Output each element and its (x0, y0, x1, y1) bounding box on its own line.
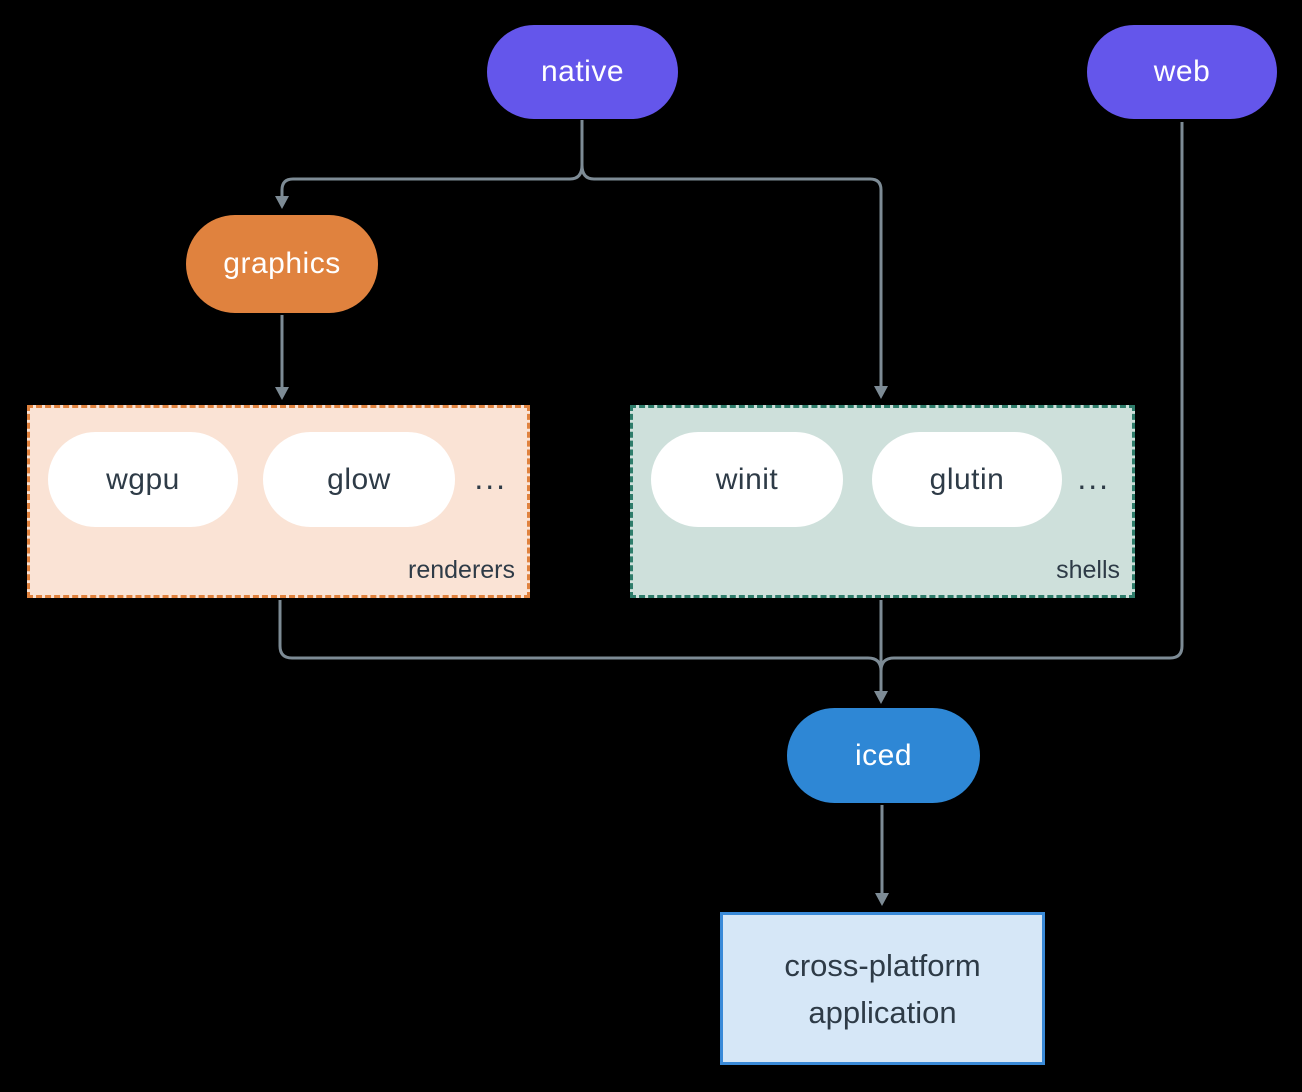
node-graphics-label: graphics (223, 247, 341, 280)
node-iced-label: iced (854, 738, 913, 772)
node-winit-label: winit (715, 462, 779, 496)
group-shells: winit glutin ... shells (630, 405, 1135, 598)
arrowhead-graphics (275, 196, 289, 209)
node-graphics: graphics (186, 215, 378, 313)
node-glow: glow (263, 432, 455, 527)
node-wgpu: wgpu (48, 432, 238, 527)
connector-native-to-shells (580, 164, 883, 387)
node-native-label: native (540, 55, 625, 88)
node-glutin: glutin (872, 432, 1062, 527)
node-application: cross-platform application (720, 912, 1045, 1065)
renderers-group-label: renderers (408, 556, 515, 584)
node-web: web (1087, 25, 1277, 119)
node-iced: iced (787, 708, 980, 803)
renderers-ellipsis: ... (474, 460, 507, 496)
arrowhead-iced (874, 691, 888, 704)
node-native: native (487, 25, 678, 119)
node-application-label: cross-platform application (784, 947, 981, 1030)
arrowhead-renderers (275, 387, 289, 400)
arrowhead-application (875, 893, 889, 906)
connector-renderers-to-iced (278, 600, 883, 672)
node-glutin-label: glutin (929, 462, 1005, 496)
shells-ellipsis: ... (1077, 460, 1110, 496)
group-renderers: wgpu glow ... renderers (27, 405, 530, 598)
node-winit: winit (651, 432, 843, 527)
node-wgpu-label: wgpu (106, 462, 180, 496)
node-glow-label: glow (327, 462, 391, 496)
connector-native-to-graphics (280, 164, 584, 197)
arrowhead-shells (874, 386, 888, 399)
shells-group-label: shells (1056, 556, 1120, 584)
node-web-label: web (1153, 55, 1211, 88)
